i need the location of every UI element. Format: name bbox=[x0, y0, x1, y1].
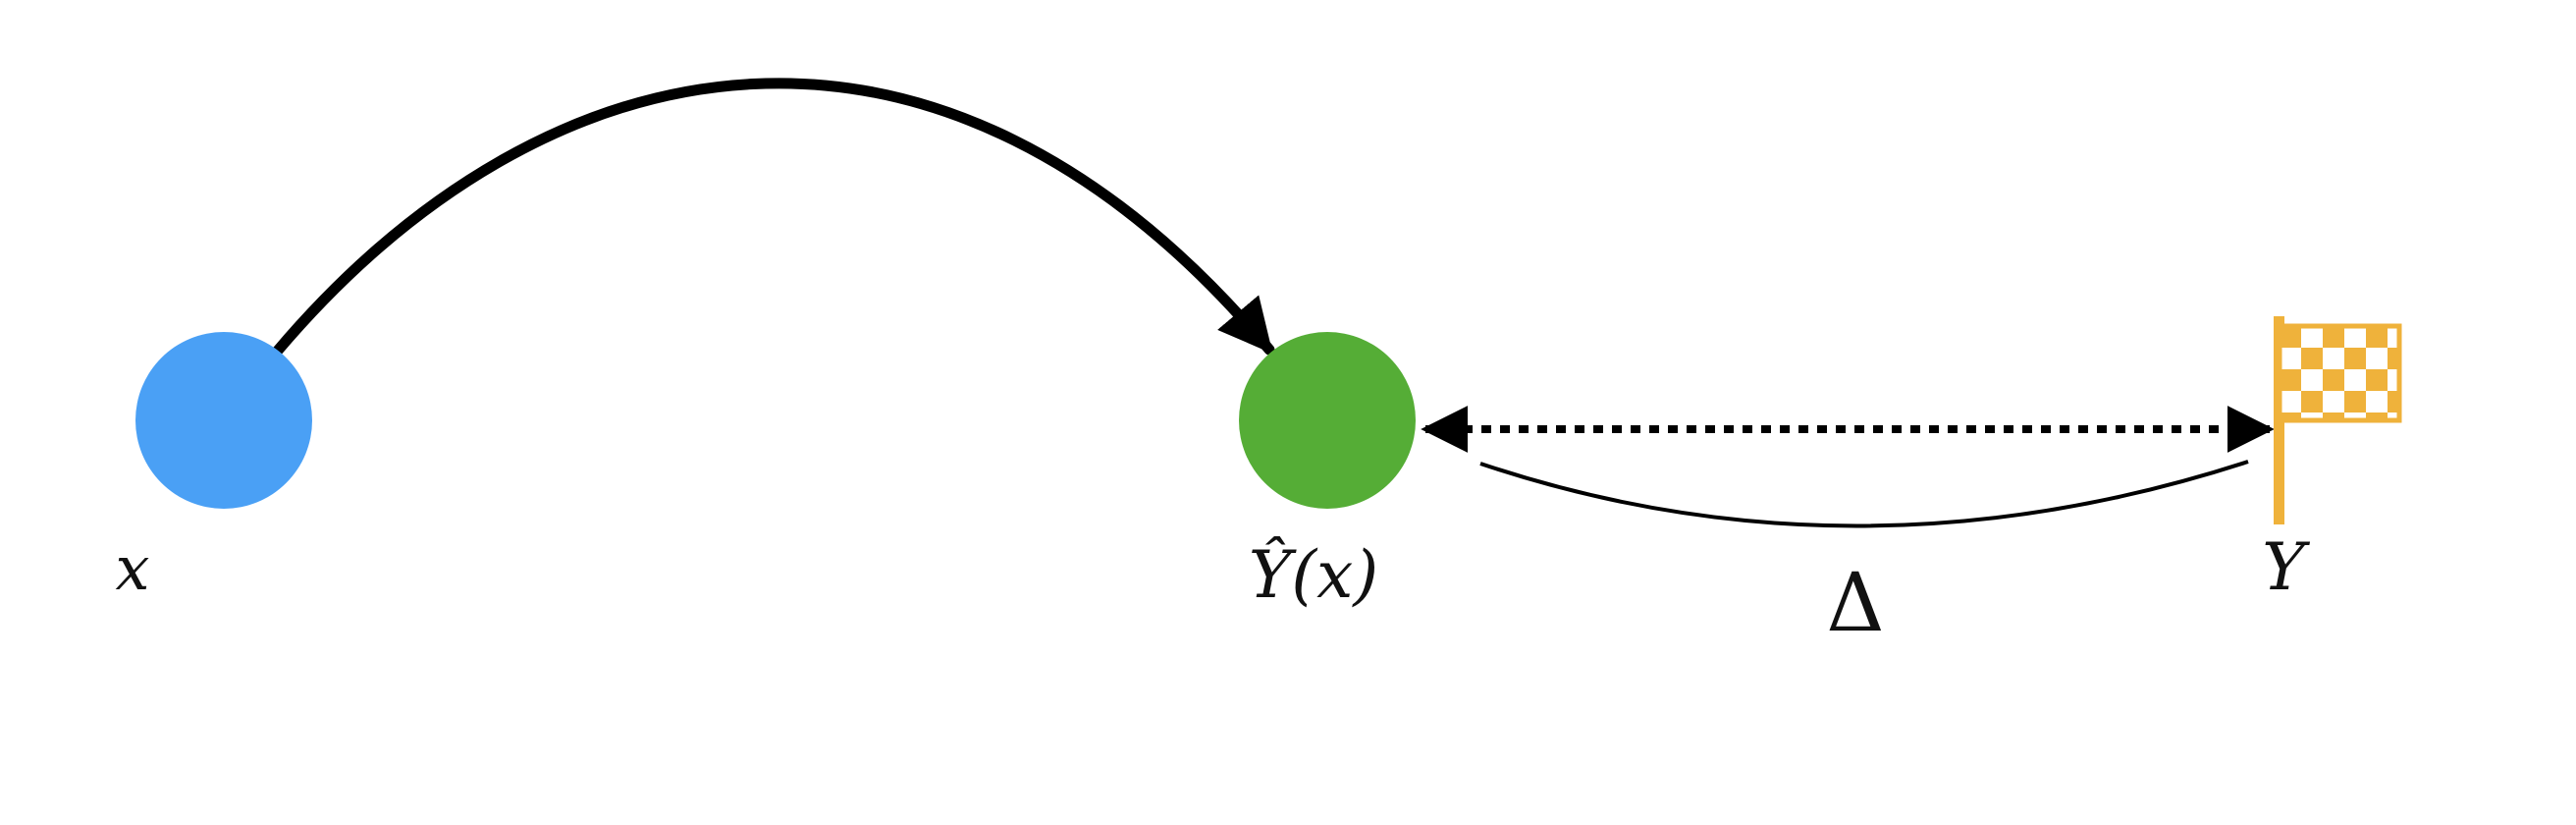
prediction-node-label: Ŷ(x) bbox=[1249, 537, 1378, 613]
distance-brace-curve bbox=[1479, 460, 2249, 528]
checkered-flag-icon bbox=[2274, 316, 2402, 524]
prediction-node-circle bbox=[1239, 332, 1416, 509]
input-node-circle bbox=[135, 332, 312, 509]
distance-label: Δ bbox=[1826, 557, 1884, 650]
input-node-label: x bbox=[116, 532, 150, 604]
target-node-label: Y bbox=[2262, 529, 2310, 605]
mapping-arrow bbox=[271, 78, 1275, 358]
